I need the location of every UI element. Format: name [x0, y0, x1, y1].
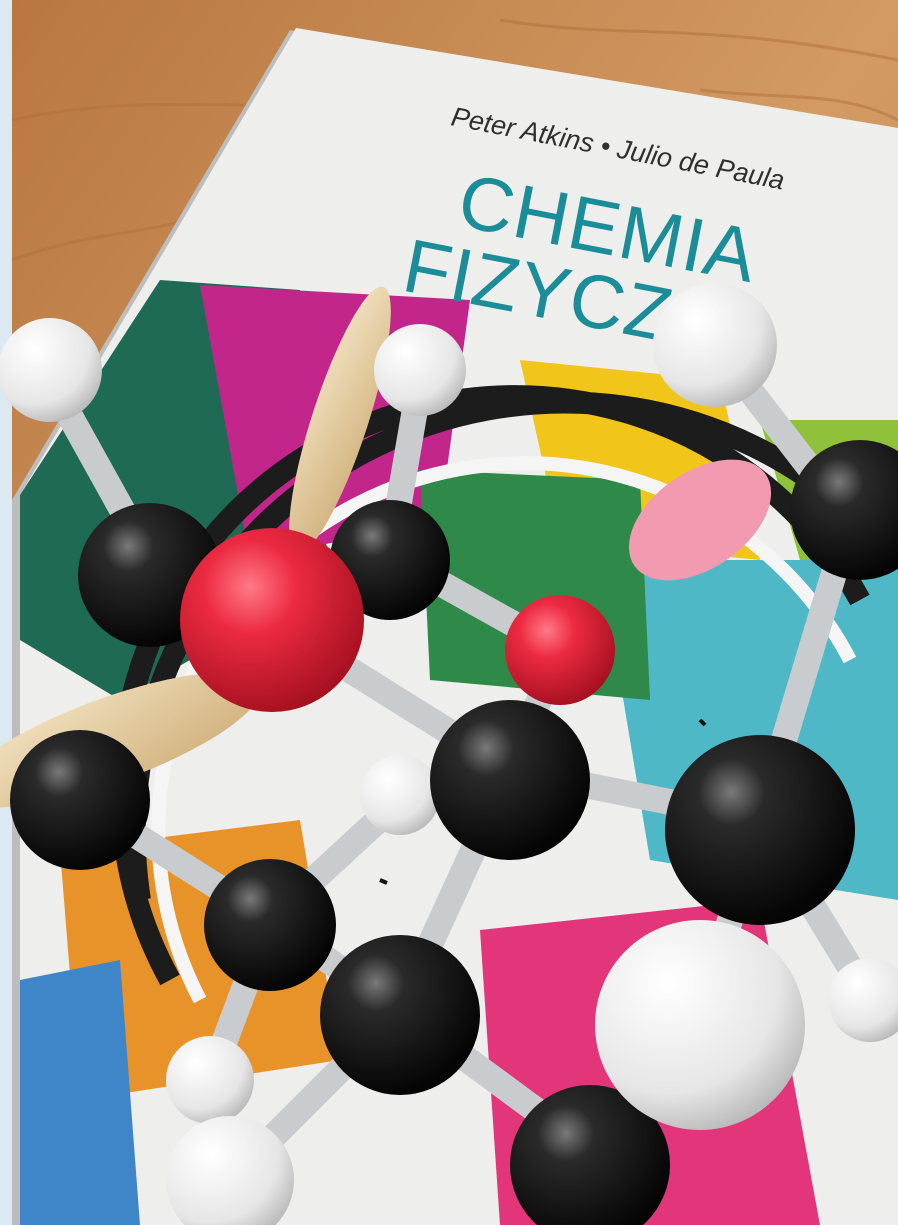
hydrogen-atom — [828, 958, 898, 1042]
oxygen-atom — [180, 528, 364, 712]
hydrogen-atom — [166, 1036, 254, 1124]
carbon-atom — [320, 935, 480, 1095]
hydrogen-atom — [166, 1116, 294, 1225]
carbon-atom — [330, 500, 450, 620]
wood-grain — [11, 18, 898, 262]
hydrogen-atom — [360, 755, 440, 835]
oxygen-atom — [505, 595, 615, 705]
carbon-atom — [430, 700, 590, 860]
molecular-model — [0, 283, 898, 1225]
carbon-atom — [204, 859, 336, 991]
carbon-atom — [665, 735, 855, 925]
pink-lobe — [628, 459, 772, 581]
cover-art-blue — [20, 960, 140, 1225]
carbon-atom — [10, 730, 150, 870]
hydrogen-atom — [374, 324, 466, 416]
hydrogen-atom — [0, 318, 102, 422]
lone-pair-lobe — [289, 286, 391, 554]
carbon-atom — [790, 440, 898, 580]
hydrogen-atom — [653, 283, 777, 407]
hydrogen-atom-foreground — [595, 920, 805, 1130]
carbon-atom — [510, 1085, 670, 1225]
